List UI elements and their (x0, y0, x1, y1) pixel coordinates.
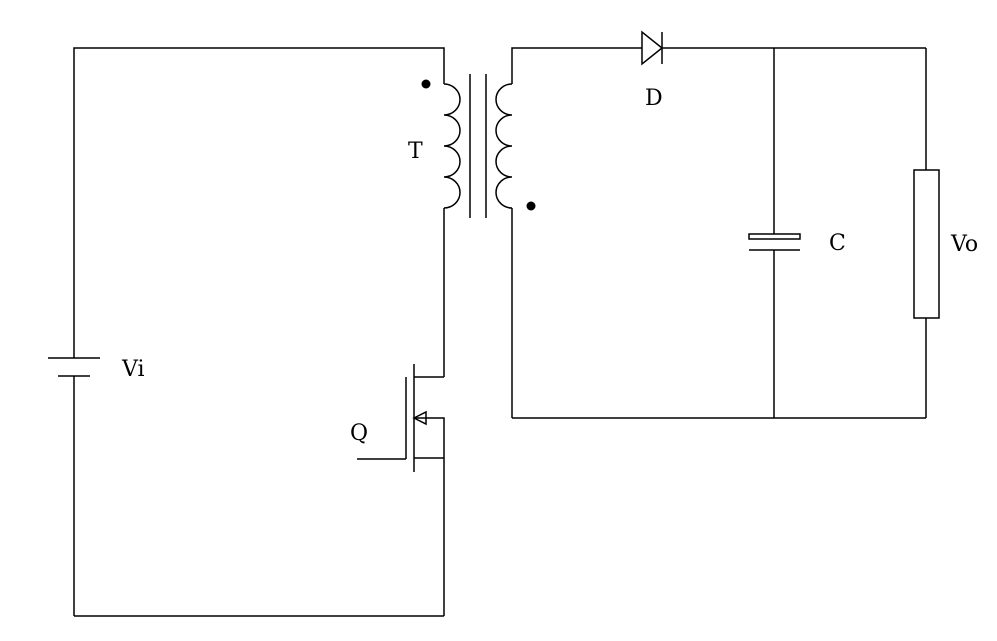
diode-d (641, 30, 664, 66)
capacitor-label: C (829, 231, 846, 256)
secondary-polarity-dot (526, 201, 536, 211)
secondary-wiring (511, 47, 927, 419)
primary-wiring (73, 47, 445, 617)
diode-triangle (641, 30, 664, 66)
battery-label: Vi (121, 357, 145, 382)
battery-vi (48, 357, 100, 377)
output-label: Vo (950, 232, 978, 257)
primary-polarity-dot (421, 79, 431, 89)
mosfet-q (357, 364, 445, 472)
load-resistor (913, 169, 940, 319)
primary-winding (443, 83, 461, 209)
transformer-label: T (408, 139, 423, 164)
secondary-winding (495, 83, 513, 209)
load-resistor-body (913, 169, 940, 319)
diode-label: D (645, 86, 663, 111)
capacitor-c (748, 233, 801, 251)
transformer-t (421, 74, 536, 218)
mosfet-arrow (412, 410, 427, 426)
capacitor-top-plate (748, 233, 801, 240)
mosfet-body-lead (414, 417, 445, 458)
mosfet-label: Q (350, 421, 368, 446)
